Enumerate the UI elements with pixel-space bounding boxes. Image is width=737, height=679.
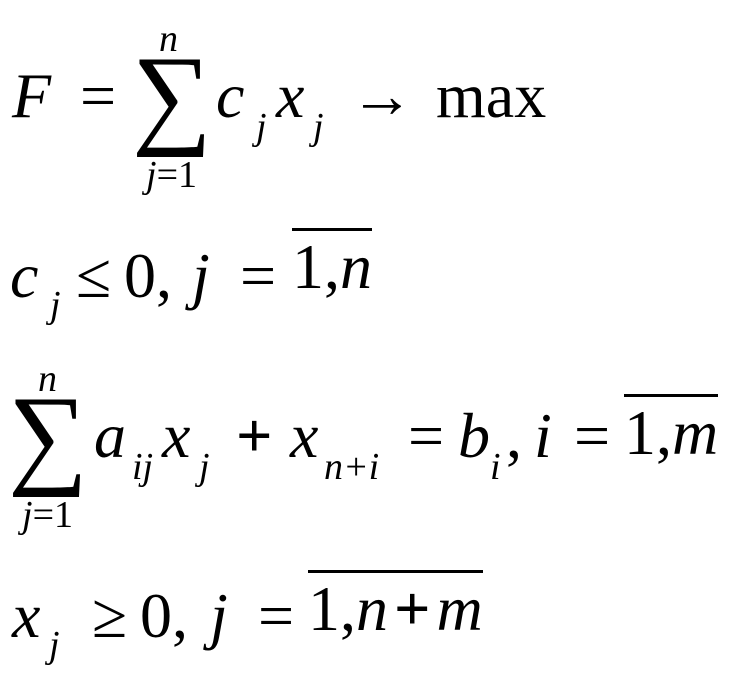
greater-equal-sign: ≥ [92,580,128,651]
sum-upper-limit: n [38,358,57,400]
sum-upper-limit: n [159,18,178,60]
variable-x: x [162,400,191,471]
less-equal-sign: ≤ [76,240,112,311]
coefficient-c: c [10,240,39,311]
coefficient-constraint: c j ≤ 0, j = 1,n [0,200,737,340]
variable-x: x [276,60,305,131]
coefficient-a-subscript: ij [132,446,154,488]
objective-var: F [12,60,52,131]
index-j: j [210,580,228,651]
equals-sign: = [258,580,295,651]
variable-x-subscript: j [313,106,324,148]
sum-lower-limit: j=1 [22,494,73,536]
objective-function: F = n ∑ j=1 c j x j → max [0,0,737,200]
comma: , [506,400,522,471]
nonnegativity-constraint: x j ≥ 0, j = 1,n+m [0,540,737,679]
coefficient-c-subscript: j [50,284,61,326]
variable-x-subscript: j [49,624,60,666]
variable-x-subscript: j [199,446,210,488]
rhs-b: b [458,400,490,471]
index-range: 1,m [624,394,719,465]
summation-sign: ∑ [8,374,88,498]
rhs-b-subscript: i [490,446,501,488]
max-label: max [436,60,547,131]
index-range: 1,n+m [308,570,483,641]
slack-variable-subscript: n+i [324,446,380,488]
zero-value: 0, [124,240,172,311]
variable-x: x [12,580,41,651]
plus-sign: + [236,400,273,471]
zero-value: 0, [140,580,188,651]
coefficient-c-subscript: j [256,106,267,148]
equals-sign: = [408,400,445,471]
equals-sign: = [80,60,117,131]
arrow-icon: → [350,60,414,131]
sum-lower-limit: j=1 [146,154,197,196]
coefficient-c: c [216,60,245,131]
equals-sign: = [240,240,277,311]
equality-constraint: n ∑ j=1 a ij x j + x n+i = b i , i = 1,m [0,340,737,540]
slack-variable-x: x [290,400,319,471]
summation-sign: ∑ [132,34,212,158]
index-i: i [534,400,552,471]
equals-sign: = [574,400,611,471]
index-range: 1,n [292,228,372,299]
coefficient-a: a [94,400,126,471]
index-j: j [192,240,210,311]
